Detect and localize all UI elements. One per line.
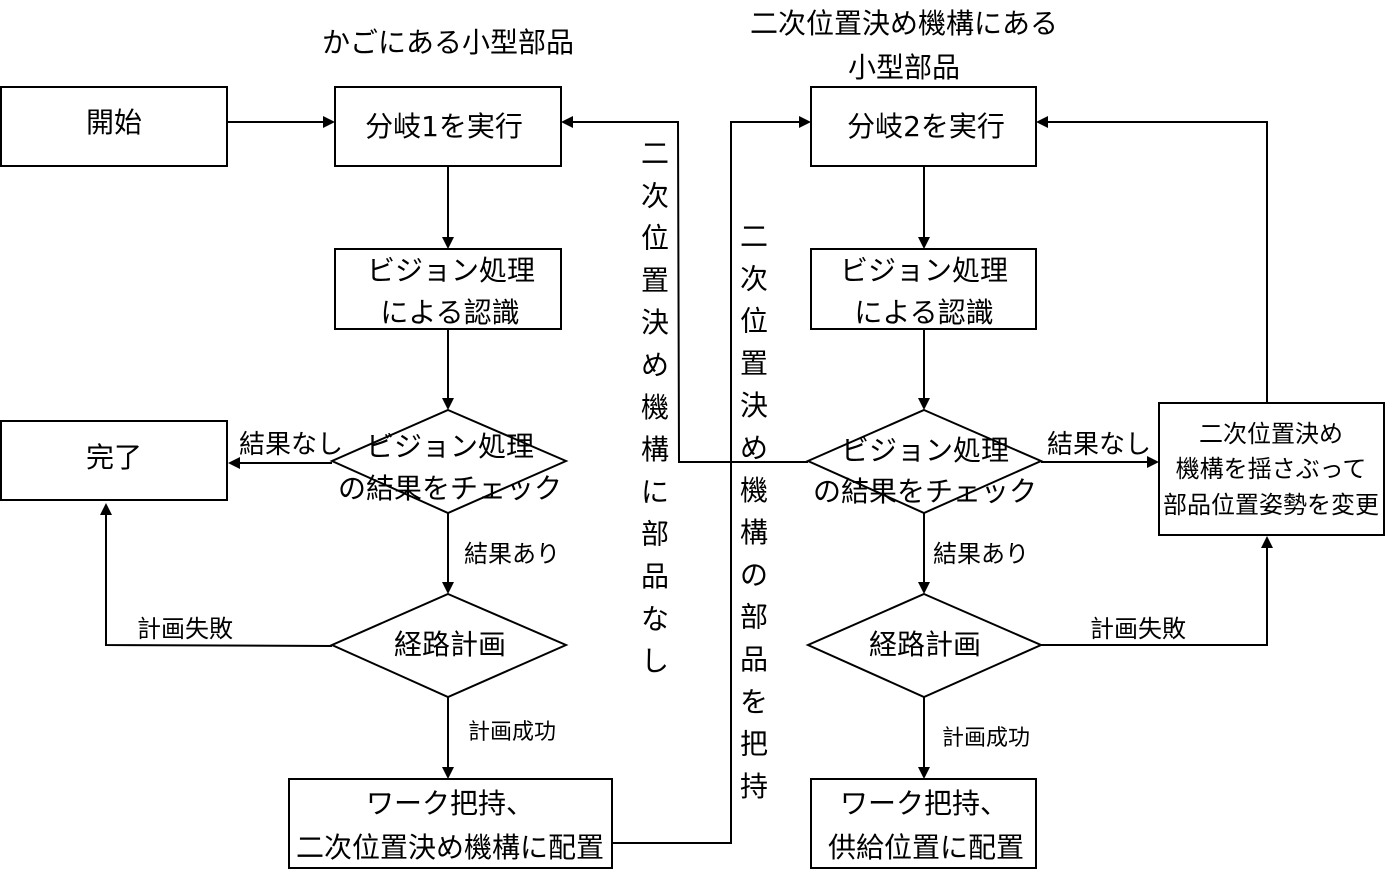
path2-decision: 経路計画 (805, 592, 1044, 699)
start-label: 開始 (86, 106, 142, 139)
vertical-label-char: に (641, 475, 669, 508)
pick2-label-line2: 供給位置に配置 (828, 831, 1024, 864)
arrowheads (100, 116, 1273, 779)
vertical-label-char: 部 (740, 601, 768, 634)
vertical-label-char: 持 (740, 770, 768, 803)
done-label: 完了 (86, 441, 142, 474)
arrowhead (442, 767, 454, 779)
shake-label-line3: 部品位置姿勢を変更 (1163, 491, 1379, 519)
done-node: 完了 (0, 420, 228, 501)
vertical-label-char: 機 (641, 391, 669, 424)
arrowhead (442, 398, 454, 410)
edge-label-no-result-right: 結果なし (1047, 430, 1151, 460)
vertical-label-char: 品 (641, 560, 669, 593)
arrowhead (100, 503, 112, 515)
vertical-label-char: め (740, 432, 768, 465)
vertical-label-char: 機 (740, 474, 768, 507)
vertical-label-char: 次 (641, 179, 669, 212)
arrowhead (1147, 456, 1159, 468)
pick1-label-line2: 二次位置決め機構に配置 (296, 831, 604, 864)
edge-label-result-left: 結果あり (464, 540, 560, 568)
branch1-node: 分岐1を実行 (334, 86, 562, 167)
branch2-node: 分岐2を実行 (810, 86, 1037, 167)
arrowhead (561, 116, 573, 128)
check2-label-line1: ビジョン処理 (841, 434, 1009, 467)
vision2-label-line1: ビジョン処理 (840, 254, 1008, 287)
vertical-label-char: 部 (641, 518, 669, 551)
arrowhead (918, 767, 930, 779)
vertical-label-char: 位 (740, 305, 768, 338)
arrowhead (799, 116, 811, 128)
arrowhead (1036, 116, 1048, 128)
vertical-label-char: め (641, 349, 669, 382)
path1-decision: 経路計画 (329, 592, 569, 699)
header-right-line2: 小型部品 (848, 51, 960, 84)
path1-label: 経路計画 (394, 628, 506, 661)
vertical-label-char: 品 (740, 643, 768, 676)
check2-label-line2: の結果をチェック (813, 475, 1037, 508)
pick1-node: ワーク把持、 二次位置決め機構に配置 (288, 778, 613, 869)
vertical-label-char: 構 (641, 433, 669, 466)
arrowhead (323, 116, 335, 128)
arrowhead (442, 237, 454, 249)
start-node: 開始 (0, 86, 228, 167)
edge-label-no-result-left: 結果なし (239, 430, 343, 460)
shake-label-line2: 機構を揺さぶって (1176, 455, 1367, 483)
vertical-label-char: 置 (641, 264, 669, 297)
vertical-label-char: 構 (740, 516, 768, 549)
arrowhead (1261, 536, 1273, 548)
pick2-label-line1: ワーク把持、 (840, 787, 1008, 820)
branch2-label: 分岐2を実行 (847, 110, 1005, 143)
vertical-label-char: 二 (740, 220, 768, 253)
vertical-label-char: 決 (740, 389, 768, 422)
pick2-node: ワーク把持、 供給位置に配置 (810, 778, 1037, 869)
path2-label: 経路計画 (869, 628, 981, 661)
vertical-label-char: 決 (641, 306, 669, 339)
vision1-node: ビジョン処理 による認識 (334, 248, 562, 330)
vertical-label-char: の (740, 558, 768, 591)
vertical-label-char: 位 (641, 222, 669, 255)
vertical-label-char: 把 (740, 728, 768, 761)
connectors (105, 121, 1268, 844)
edge-labels: 結果なし 結果あり 計画失敗 計画成功 結果なし 結果あり 計画失敗 計画成功 (137, 430, 1186, 751)
vision1-label-line2: による認識 (380, 296, 519, 329)
vision2-label-line2: による認識 (854, 296, 993, 329)
header-left: かごにある小型部品 (322, 26, 574, 59)
header-right-line1: 二次位置決め機構にある (750, 7, 1058, 40)
vertical-label-char: な (641, 602, 669, 635)
edge-label-plan-fail-left: 計画失敗 (137, 615, 233, 643)
vertical-label-char: し (641, 645, 669, 678)
edge-label-result-right: 結果あり (933, 540, 1029, 568)
edge-label-plan-success-right: 計画成功 (942, 726, 1030, 751)
check1-decision: ビジョン処理 の結果をチェック (329, 408, 569, 515)
vision1-label-line1: ビジョン処理 (367, 254, 535, 287)
vertical-label-char: 二 (641, 137, 669, 170)
vertical-label-char: 置 (740, 347, 768, 380)
arrowhead (918, 582, 930, 594)
vertical-label-char: を (740, 685, 768, 718)
check2-decision: ビジョン処理 の結果をチェック (805, 408, 1044, 515)
edge-label-plan-fail-right: 計画失敗 (1090, 615, 1186, 643)
shake-node: 二次位置決め 機構を揺さぶって 部品位置姿勢を変更 (1158, 402, 1385, 536)
arrowhead (918, 398, 930, 410)
shake-label-line1: 二次位置決め (1199, 420, 1343, 448)
pick1-label-line1: ワーク把持、 (366, 787, 534, 820)
arrowhead (918, 237, 930, 249)
branch1-label: 分岐1を実行 (365, 110, 523, 143)
edge-label-plan-success-left: 計画成功 (468, 720, 556, 745)
check1-label-line1: ビジョン処理 (366, 430, 534, 463)
arrowhead (228, 457, 240, 469)
vision2-node: ビジョン処理 による認識 (810, 248, 1037, 330)
check1-label-line2: の結果をチェック (338, 472, 562, 505)
vertical-label-char: 次 (740, 262, 768, 295)
arrowhead (442, 582, 454, 594)
